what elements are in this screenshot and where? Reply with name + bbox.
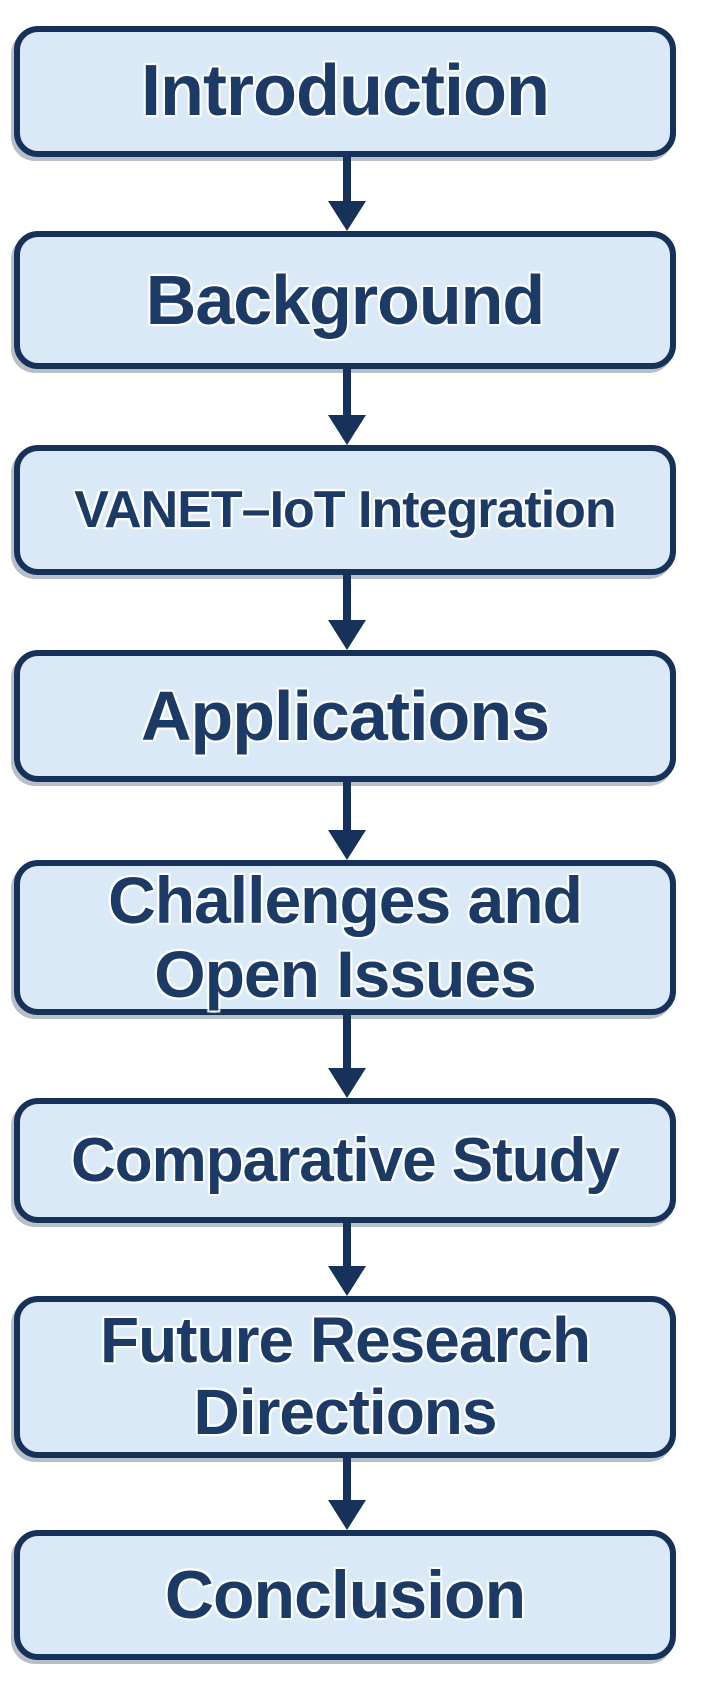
arrow-head [328,415,366,445]
arrow-head [328,620,366,650]
flow-node-vanet-iot-integration: VANET–IoT Integration [14,445,676,575]
arrow-stem [343,1458,351,1500]
flow-node-introduction: Introduction [14,26,676,157]
flow-node-label: Background [145,260,545,339]
flow-node-comparative-study: Comparative Study [14,1098,676,1223]
arrow-down-icon [328,369,366,445]
arrow-stem [343,369,351,415]
flow-node-future-research-directions: Future Research Directions [14,1296,676,1458]
flow-node-label-line1: Challenges and [108,862,583,937]
arrow-head [328,1068,366,1098]
flow-node-label-line2: Open Issues [154,936,536,1011]
arrow-stem [343,1015,351,1068]
flow-node-challenges-and-open-issues: Challenges and Open Issues [14,860,676,1015]
arrow-down-icon [328,1223,366,1296]
arrow-down-icon [328,1458,366,1530]
flow-node-label-line2: Directions [193,1376,498,1448]
flow-node-label: Conclusion [164,1556,526,1633]
arrow-down-icon [328,782,366,860]
flow-node-conclusion: Conclusion [14,1530,676,1660]
arrow-stem [343,157,351,201]
arrow-head [328,830,366,860]
flow-node-label: Applications [140,676,550,755]
flow-node-label: Comparative Study [70,1125,620,1195]
flow-node-applications: Applications [14,650,676,782]
flow-node-label-line1: Future Research [99,1304,591,1377]
arrow-stem [343,575,351,620]
arrow-head [328,1500,366,1530]
arrow-stem [343,782,351,830]
flow-node-label: VANET–IoT Integration [74,480,616,539]
arrow-down-icon [328,157,366,231]
arrow-stem [343,1223,351,1266]
arrow-down-icon [328,575,366,650]
arrow-down-icon [328,1015,366,1098]
arrow-head [328,201,366,231]
flow-node-background: Background [14,231,676,369]
flow-node-label: Introduction [141,51,550,132]
arrow-head [328,1266,366,1296]
